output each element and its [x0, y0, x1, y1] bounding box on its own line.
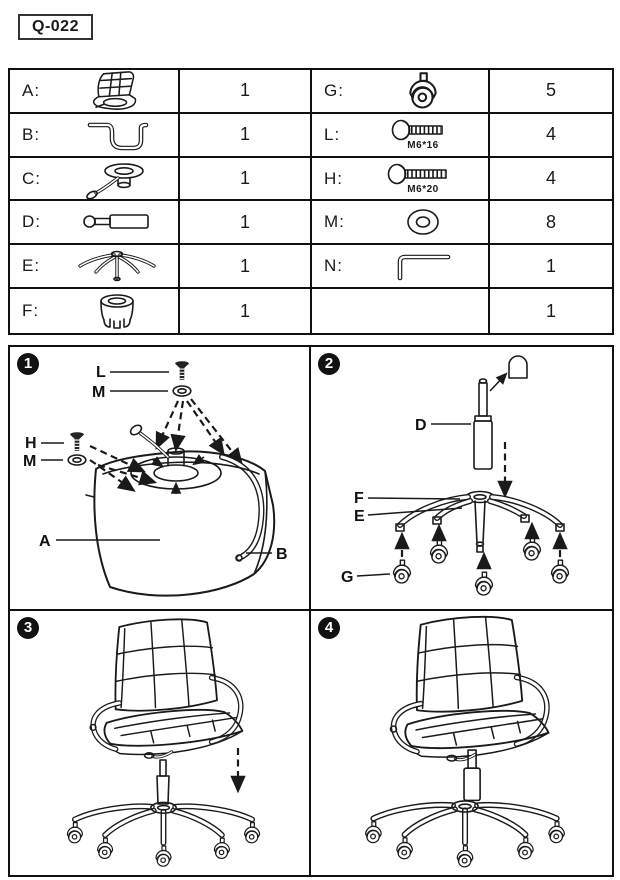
label-f: F — [354, 490, 364, 507]
part-row-e: E: — [10, 245, 180, 290]
chair-top-drawing — [390, 617, 548, 761]
label-b: B — [276, 546, 288, 563]
caster-icon — [358, 72, 488, 110]
part-row-l: L: M6*16 — [312, 113, 490, 158]
seat-icon — [56, 70, 178, 112]
empty-part-cell — [312, 289, 490, 333]
screw-spec: M6*16 — [407, 140, 439, 152]
model-label: Q-022 — [18, 14, 93, 40]
assembly-steps: 1 L M H M — [8, 345, 614, 877]
part-row-f: F: — [10, 289, 180, 333]
part-row-m: M: — [312, 201, 490, 246]
part-letter: L: — [324, 124, 341, 144]
part-letter: E: — [22, 256, 41, 276]
part-qty: 4 — [490, 114, 612, 158]
part-letter: H: — [324, 168, 343, 188]
part-row-a: A: — [10, 70, 180, 114]
part-letter: C: — [22, 168, 41, 188]
label-a: A — [39, 533, 51, 550]
gas-lift-icon — [56, 211, 178, 233]
part-row-c: C: — [10, 157, 180, 202]
part-qty: 4 — [490, 158, 612, 202]
cap-icon — [508, 355, 528, 379]
base-icon — [56, 246, 178, 286]
part-qty: 1 — [180, 70, 312, 114]
step-2-badge: 2 — [318, 353, 340, 375]
allen-key-icon — [358, 250, 488, 282]
part-qty: 1 — [180, 289, 312, 333]
part-qty: 1 — [180, 157, 312, 202]
screw-spec: M6*20 — [407, 184, 439, 196]
part-row-d: D: — [10, 201, 180, 246]
base-drawing — [67, 802, 259, 866]
part-letter: N: — [324, 256, 343, 276]
part-qty: 1 — [545, 300, 556, 321]
cap-arrow — [489, 372, 508, 392]
screw-m6x20-icon: M6*20 — [358, 162, 488, 195]
screw-m6x16-icon: M6*16 — [358, 118, 488, 151]
label-l: L — [96, 364, 106, 381]
part-letter: G: — [324, 80, 344, 100]
part-qty: 8 — [490, 201, 612, 246]
part-qty: 1 — [180, 201, 312, 246]
chair-top-drawing — [90, 619, 242, 758]
label-e: E — [354, 508, 365, 525]
parts-table: A: 1 G: 5 B: 1 L: — [8, 68, 614, 335]
step-1-panel: 1 L M H M — [10, 347, 311, 611]
step-4-panel: 4 — [311, 611, 612, 875]
part-letter: A: — [22, 80, 41, 100]
step-3-panel: 3 — [10, 611, 311, 875]
part-qty: 1 — [180, 113, 312, 158]
step-4-badge: 4 — [318, 617, 340, 639]
step-1-diagram: L M H M — [23, 347, 288, 597]
label-h: H — [25, 435, 37, 452]
step-2-diagram: D — [341, 355, 570, 596]
armrest-icon — [56, 115, 178, 155]
step-3-diagram — [10, 611, 309, 875]
mechanism-icon — [56, 158, 178, 200]
label-d: D — [415, 417, 427, 434]
part-qty: 1 — [180, 245, 312, 290]
part-row-b: B: — [10, 113, 180, 158]
step-4-diagram — [311, 611, 612, 875]
part-letter: F: — [22, 301, 40, 321]
part-row-h: H: M6*20 — [312, 157, 490, 202]
part-letter: M: — [324, 212, 345, 232]
part-row-n: N: — [312, 245, 490, 290]
cover-icon — [56, 291, 178, 331]
part-letter: D: — [22, 212, 41, 232]
base-drawing — [366, 801, 565, 867]
washer-icon — [358, 207, 488, 237]
part-qty: 5 — [490, 70, 612, 114]
step-1-badge: 1 — [17, 353, 39, 375]
label-g: G — [341, 569, 353, 586]
part-letter: B: — [22, 124, 41, 144]
step-2-panel: 2 D — [311, 347, 612, 611]
part-row-g: G: — [312, 70, 490, 114]
label-m-left: M — [23, 453, 36, 470]
step-3-badge: 3 — [17, 617, 39, 639]
part-qty: 1 — [490, 245, 612, 290]
label-m-top: M — [92, 384, 105, 401]
